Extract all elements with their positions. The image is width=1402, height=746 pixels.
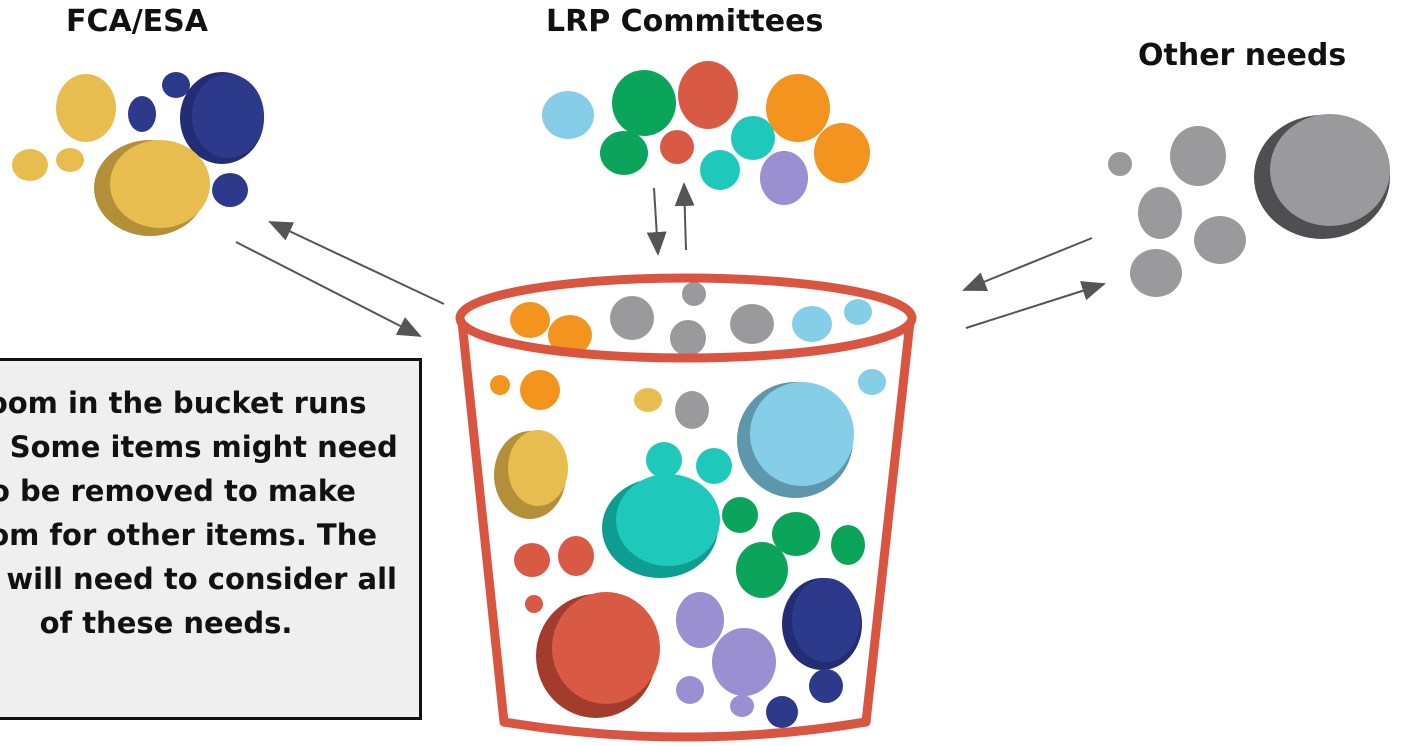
note-callout: Room in the bucket runs out. Some items … [0, 358, 422, 720]
arrow-from-other [965, 281, 1106, 329]
fca-esa-label: FCA/ESA [66, 4, 209, 39]
arrow-to-fca [268, 221, 445, 305]
other-needs-label: Other needs [1138, 38, 1347, 73]
bucket-rim [455, 273, 917, 363]
arrow-to-lrp [674, 182, 695, 251]
note-text: Room in the bucket runs out. Some items … [0, 386, 398, 640]
lrp-stones [542, 61, 870, 205]
arrow-from-lrp [646, 187, 667, 256]
arrow-from-fca [235, 241, 422, 337]
bucket-body [457, 321, 915, 742]
fca-esa-stones [12, 72, 264, 236]
bucket-contents [490, 282, 886, 728]
bucket [455, 273, 917, 742]
flow-arrows [235, 182, 1106, 337]
arrow-to-other [962, 237, 1093, 291]
other-needs-stones [1108, 114, 1390, 297]
lrp-committees-label: LRP Committees [546, 4, 824, 39]
